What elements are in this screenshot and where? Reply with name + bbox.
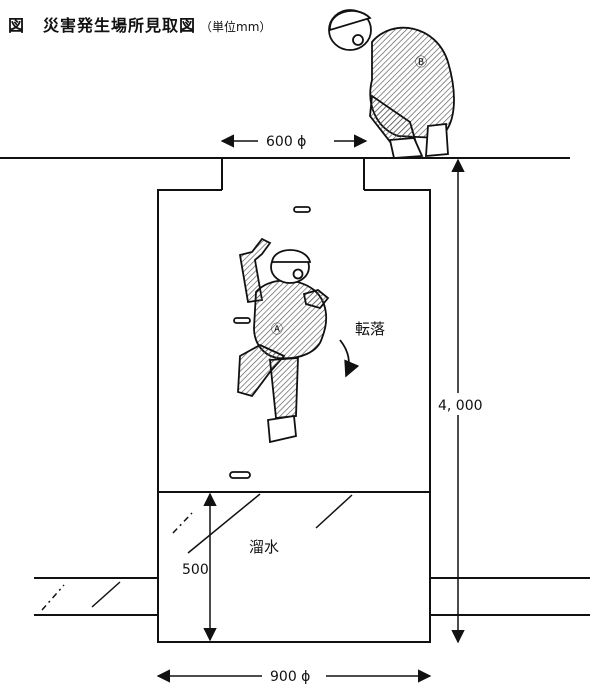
- water-label: 溜水: [249, 538, 279, 556]
- fall-label: 転落: [355, 320, 385, 338]
- unit-note: （単位mm）: [200, 20, 272, 34]
- depth-dimension: 4, 000: [438, 398, 483, 414]
- worker-b-label: Ⓑ: [415, 55, 427, 69]
- figure-title-text: 災害発生場所見取図: [43, 16, 197, 35]
- figure-label: 図: [8, 16, 26, 35]
- depth-label-bg: [436, 393, 484, 415]
- worker-b-figure: [328, 9, 455, 159]
- water-depth-dimension: 500: [182, 562, 209, 578]
- worker-a-label: Ⓐ: [271, 322, 283, 336]
- figure-title: 図災害発生場所見取図（単位mm）: [8, 12, 271, 36]
- worker-a-figure: [237, 237, 330, 444]
- top-opening-dimension: 600 ϕ: [266, 134, 306, 150]
- water-glint-strokes: [41, 493, 353, 611]
- ladder-rungs: [229, 206, 311, 479]
- bottom-width-dimension: 900 ϕ: [270, 669, 310, 685]
- manhole-bottom: [157, 578, 431, 643]
- manhole-shaft: [157, 189, 431, 578]
- fall-arrow: [339, 339, 360, 378]
